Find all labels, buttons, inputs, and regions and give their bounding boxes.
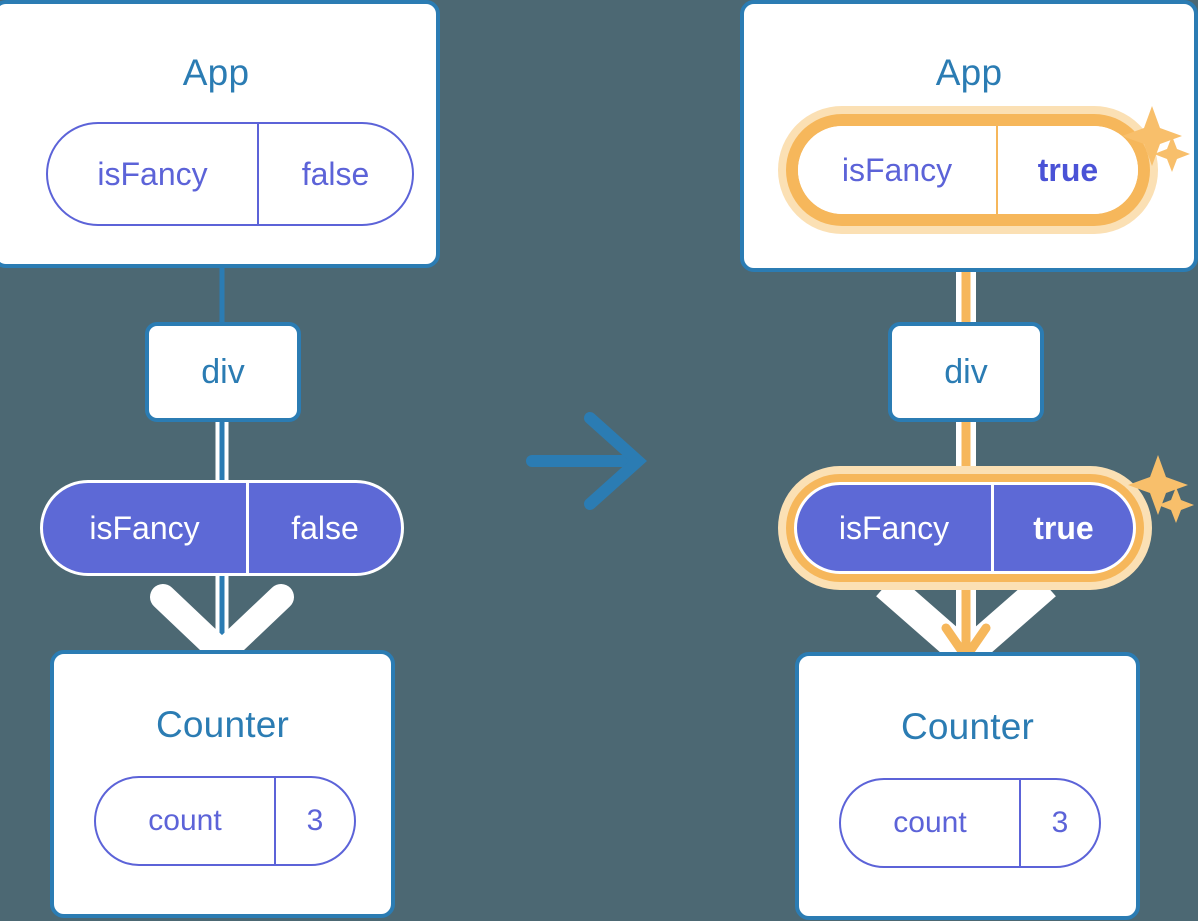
props-pill-value-after: true [991, 485, 1133, 571]
props-pill-name: isFancy [89, 509, 200, 546]
counter-pill-value-after: 3 [1019, 780, 1099, 866]
props-pill-name-after: isFancy [838, 509, 950, 546]
counter-card-after: Counter count 3 [795, 652, 1140, 920]
sparkle-icon [1122, 106, 1182, 166]
counter-state-pill-before: count 3 [94, 776, 356, 866]
counter-card-title-after: Counter [900, 706, 1035, 747]
counter-pill-name-after: count [893, 806, 967, 839]
app-card-title: App [182, 52, 250, 93]
sparkle-icon [1128, 455, 1188, 515]
app-card-title-after: App [935, 52, 1003, 93]
app-card-before: App isFancy false [0, 0, 440, 268]
state-pill-name-after: isFancy [841, 151, 953, 188]
state-pill-value: false [257, 124, 412, 224]
div-node-label-after: div [944, 352, 988, 391]
state-pill-name: isFancy [97, 155, 208, 192]
sparkle-icon [1158, 487, 1194, 523]
props-pill-before: isFancy false [40, 480, 404, 576]
counter-card-before: Counter count 3 [50, 650, 395, 918]
counter-state-pill-after: count 3 [839, 778, 1101, 868]
state-pill-value-after: true [996, 126, 1138, 214]
counter-pill-value: 3 [274, 778, 354, 864]
props-pill-after: isFancy true [794, 482, 1136, 574]
props-pill-value: false [246, 483, 401, 573]
div-node-after: div [888, 322, 1044, 422]
div-node-label: div [201, 352, 245, 391]
counter-pill-name: count [148, 804, 222, 837]
sparkle-icon [1154, 136, 1190, 172]
counter-card-title: Counter [155, 704, 290, 745]
app-state-pill-before: isFancy false [46, 122, 414, 226]
div-node-before: div [145, 322, 301, 422]
app-state-pill-after: isFancy true [798, 126, 1138, 214]
